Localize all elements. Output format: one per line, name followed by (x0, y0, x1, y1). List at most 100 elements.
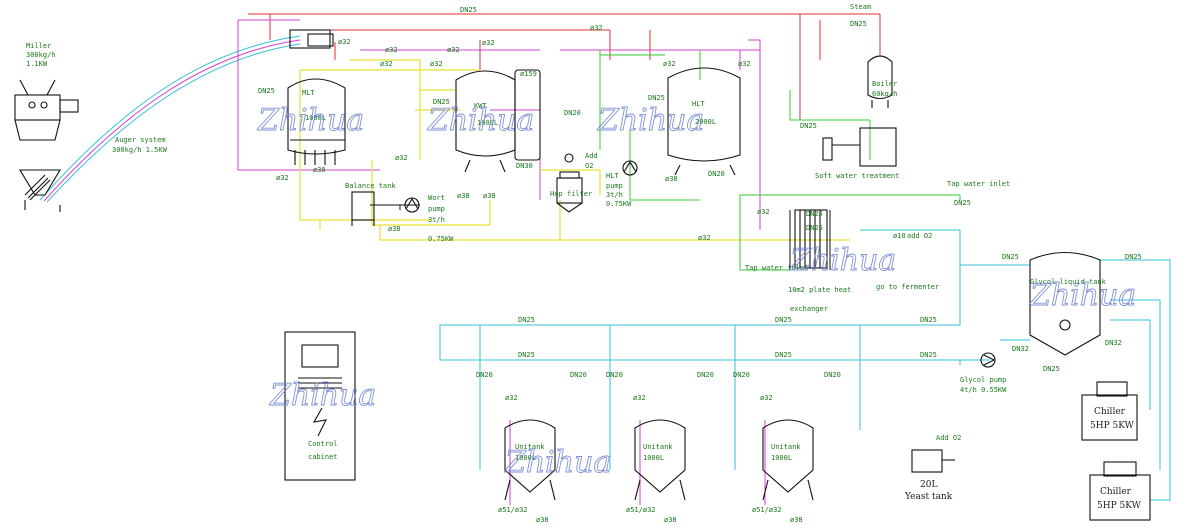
miller-left (14, 79, 79, 141)
steam-piping (248, 13, 881, 120)
balance-tank (351, 191, 375, 226)
svg-text:MLT: MLT (302, 89, 315, 97)
plate-hx-label: 10m2 plate heat exchanger (788, 286, 851, 313)
svg-text:ø10: ø10 (893, 232, 906, 240)
dn25-top-label: DN25 (460, 6, 477, 14)
control-cabinet-label: Control cabinet (308, 440, 338, 461)
svg-text:pump: pump (606, 182, 623, 190)
process-lines (370, 204, 831, 270)
svg-text:DN20: DN20 (733, 371, 750, 379)
svg-text:ø38: ø38 (313, 166, 326, 174)
svg-text:DN25: DN25 (518, 316, 535, 324)
svg-text:DN20: DN20 (564, 109, 581, 117)
add-o2-line-label: add O2 (907, 232, 932, 240)
pipe-size-labels: ø32 ø32 ø32 ø32 ø32 ø32 ø32 ø159 ø32 ø32… (258, 24, 1142, 524)
svg-text:Zhihua: Zhihua (257, 103, 364, 138)
svg-text:ø51/ø32: ø51/ø32 (752, 506, 782, 514)
svg-text:Auger system: Auger system (115, 136, 166, 144)
wort-pump (404, 197, 420, 213)
svg-text:ø32: ø32 (482, 39, 495, 47)
unitank-2-label: Unitank 1000L (643, 443, 673, 462)
svg-text:ø51/ø32: ø51/ø32 (498, 506, 528, 514)
tap-water-inlet-top-label: Tap water inlet (947, 180, 1010, 188)
watermarks: Zhihua Zhihua Zhihua Zhihua Zhihua Zhihu… (257, 103, 1137, 481)
svg-text:3t/h: 3t/h (606, 191, 623, 199)
add-o2-hop-label: Add O2 (585, 152, 598, 170)
svg-text:ø38: ø38 (483, 192, 496, 200)
svg-text:300kg/h: 300kg/h (26, 51, 56, 59)
svg-text:ø32: ø32 (698, 234, 711, 242)
svg-text:KWT: KWT (474, 102, 487, 110)
svg-text:DN20: DN20 (476, 371, 493, 379)
svg-text:0.75KW: 0.75KW (428, 235, 454, 243)
svg-text:DN30: DN30 (516, 162, 533, 170)
svg-text:ø32: ø32 (590, 24, 603, 32)
svg-text:DN25: DN25 (258, 87, 275, 95)
svg-text:ø32: ø32 (757, 208, 770, 216)
svg-text:DN25: DN25 (806, 224, 823, 232)
svg-text:Control: Control (308, 440, 338, 448)
soft-water-treatment (822, 127, 897, 167)
svg-text:Zhihua: Zhihua (269, 378, 376, 413)
svg-text:60kg/h: 60kg/h (872, 90, 897, 98)
hlt-tank (667, 67, 741, 176)
svg-text:DN25: DN25 (1043, 365, 1060, 373)
svg-text:Chiller: Chiller (1094, 407, 1126, 417)
svg-text:cabinet: cabinet (308, 453, 338, 461)
svg-text:1000L: 1000L (515, 454, 536, 462)
svg-text:2000L: 2000L (695, 118, 716, 126)
svg-text:Glycol pump: Glycol pump (960, 376, 1006, 384)
hot-water-piping (237, 19, 766, 505)
svg-text:ø38: ø38 (665, 175, 678, 183)
glycol-pump-label: Glycol pump 4t/h 0.55KW (960, 376, 1007, 394)
svg-text:Zhihua: Zhihua (504, 445, 611, 480)
boiler-label: Boiler 60kg/h (872, 80, 897, 98)
svg-text:DN25: DN25 (920, 316, 937, 324)
chiller-1 (1081, 381, 1138, 441)
svg-text:ø32: ø32 (380, 60, 393, 68)
svg-text:Boiler: Boiler (872, 80, 897, 88)
auger-label: Auger system 300kg/h 1.5KW (112, 136, 168, 154)
glycol-pump (980, 352, 996, 368)
svg-text:1000L: 1000L (643, 454, 664, 462)
chiller-2-label: Chiller 5HP 5KW (1097, 487, 1142, 511)
unitank-2 (634, 419, 686, 501)
svg-text:Zhihua: Zhihua (1029, 278, 1136, 313)
svg-text:1000L: 1000L (771, 454, 792, 462)
svg-text:ø32: ø32 (663, 60, 676, 68)
svg-text:10m2 plate heat: 10m2 plate heat (788, 286, 851, 294)
svg-text:Miller: Miller (26, 42, 51, 50)
svg-text:Zhihua: Zhihua (789, 243, 896, 278)
mlt-label: MLT 1000L (302, 89, 326, 122)
svg-text:ø32: ø32 (395, 154, 408, 162)
svg-text:5HP 5KW: 5HP 5KW (1090, 421, 1135, 431)
unitank-1 (504, 419, 556, 501)
svg-text:DN25: DN25 (775, 351, 792, 359)
hlt-pump-label: HLT pump 3t/h 0.75KW (606, 172, 632, 208)
steam-label: Steam (850, 3, 871, 11)
hlt-label: HLT 2000L (692, 100, 716, 126)
chiller-2 (1089, 461, 1151, 521)
svg-text:HLT: HLT (606, 172, 619, 180)
svg-text:pump: pump (428, 205, 445, 213)
svg-text:DN25: DN25 (920, 351, 937, 359)
wort-piping (299, 59, 850, 241)
boiler (867, 55, 893, 108)
svg-text:ø32: ø32 (760, 394, 773, 402)
svg-text:ø32: ø32 (505, 394, 518, 402)
svg-text:ø32: ø32 (430, 60, 443, 68)
svg-text:DN25: DN25 (1125, 253, 1142, 261)
chiller-1-label: Chiller 5HP 5KW (1090, 407, 1135, 431)
svg-text:Add: Add (585, 152, 598, 160)
svg-text:DN25: DN25 (800, 122, 817, 130)
svg-text:0.75KW: 0.75KW (606, 200, 632, 208)
svg-text:ø159: ø159 (520, 70, 537, 78)
mlt-tank (287, 29, 346, 165)
svg-text:DN20: DN20 (606, 371, 623, 379)
svg-text:ø32: ø32 (276, 174, 289, 182)
svg-text:DN25: DN25 (806, 210, 823, 218)
tap-water-inlet-bottom-label: Tap water inlet (745, 264, 808, 272)
unitank-3 (762, 419, 814, 501)
auger-tube (39, 35, 301, 203)
cold-water-piping (599, 50, 961, 271)
